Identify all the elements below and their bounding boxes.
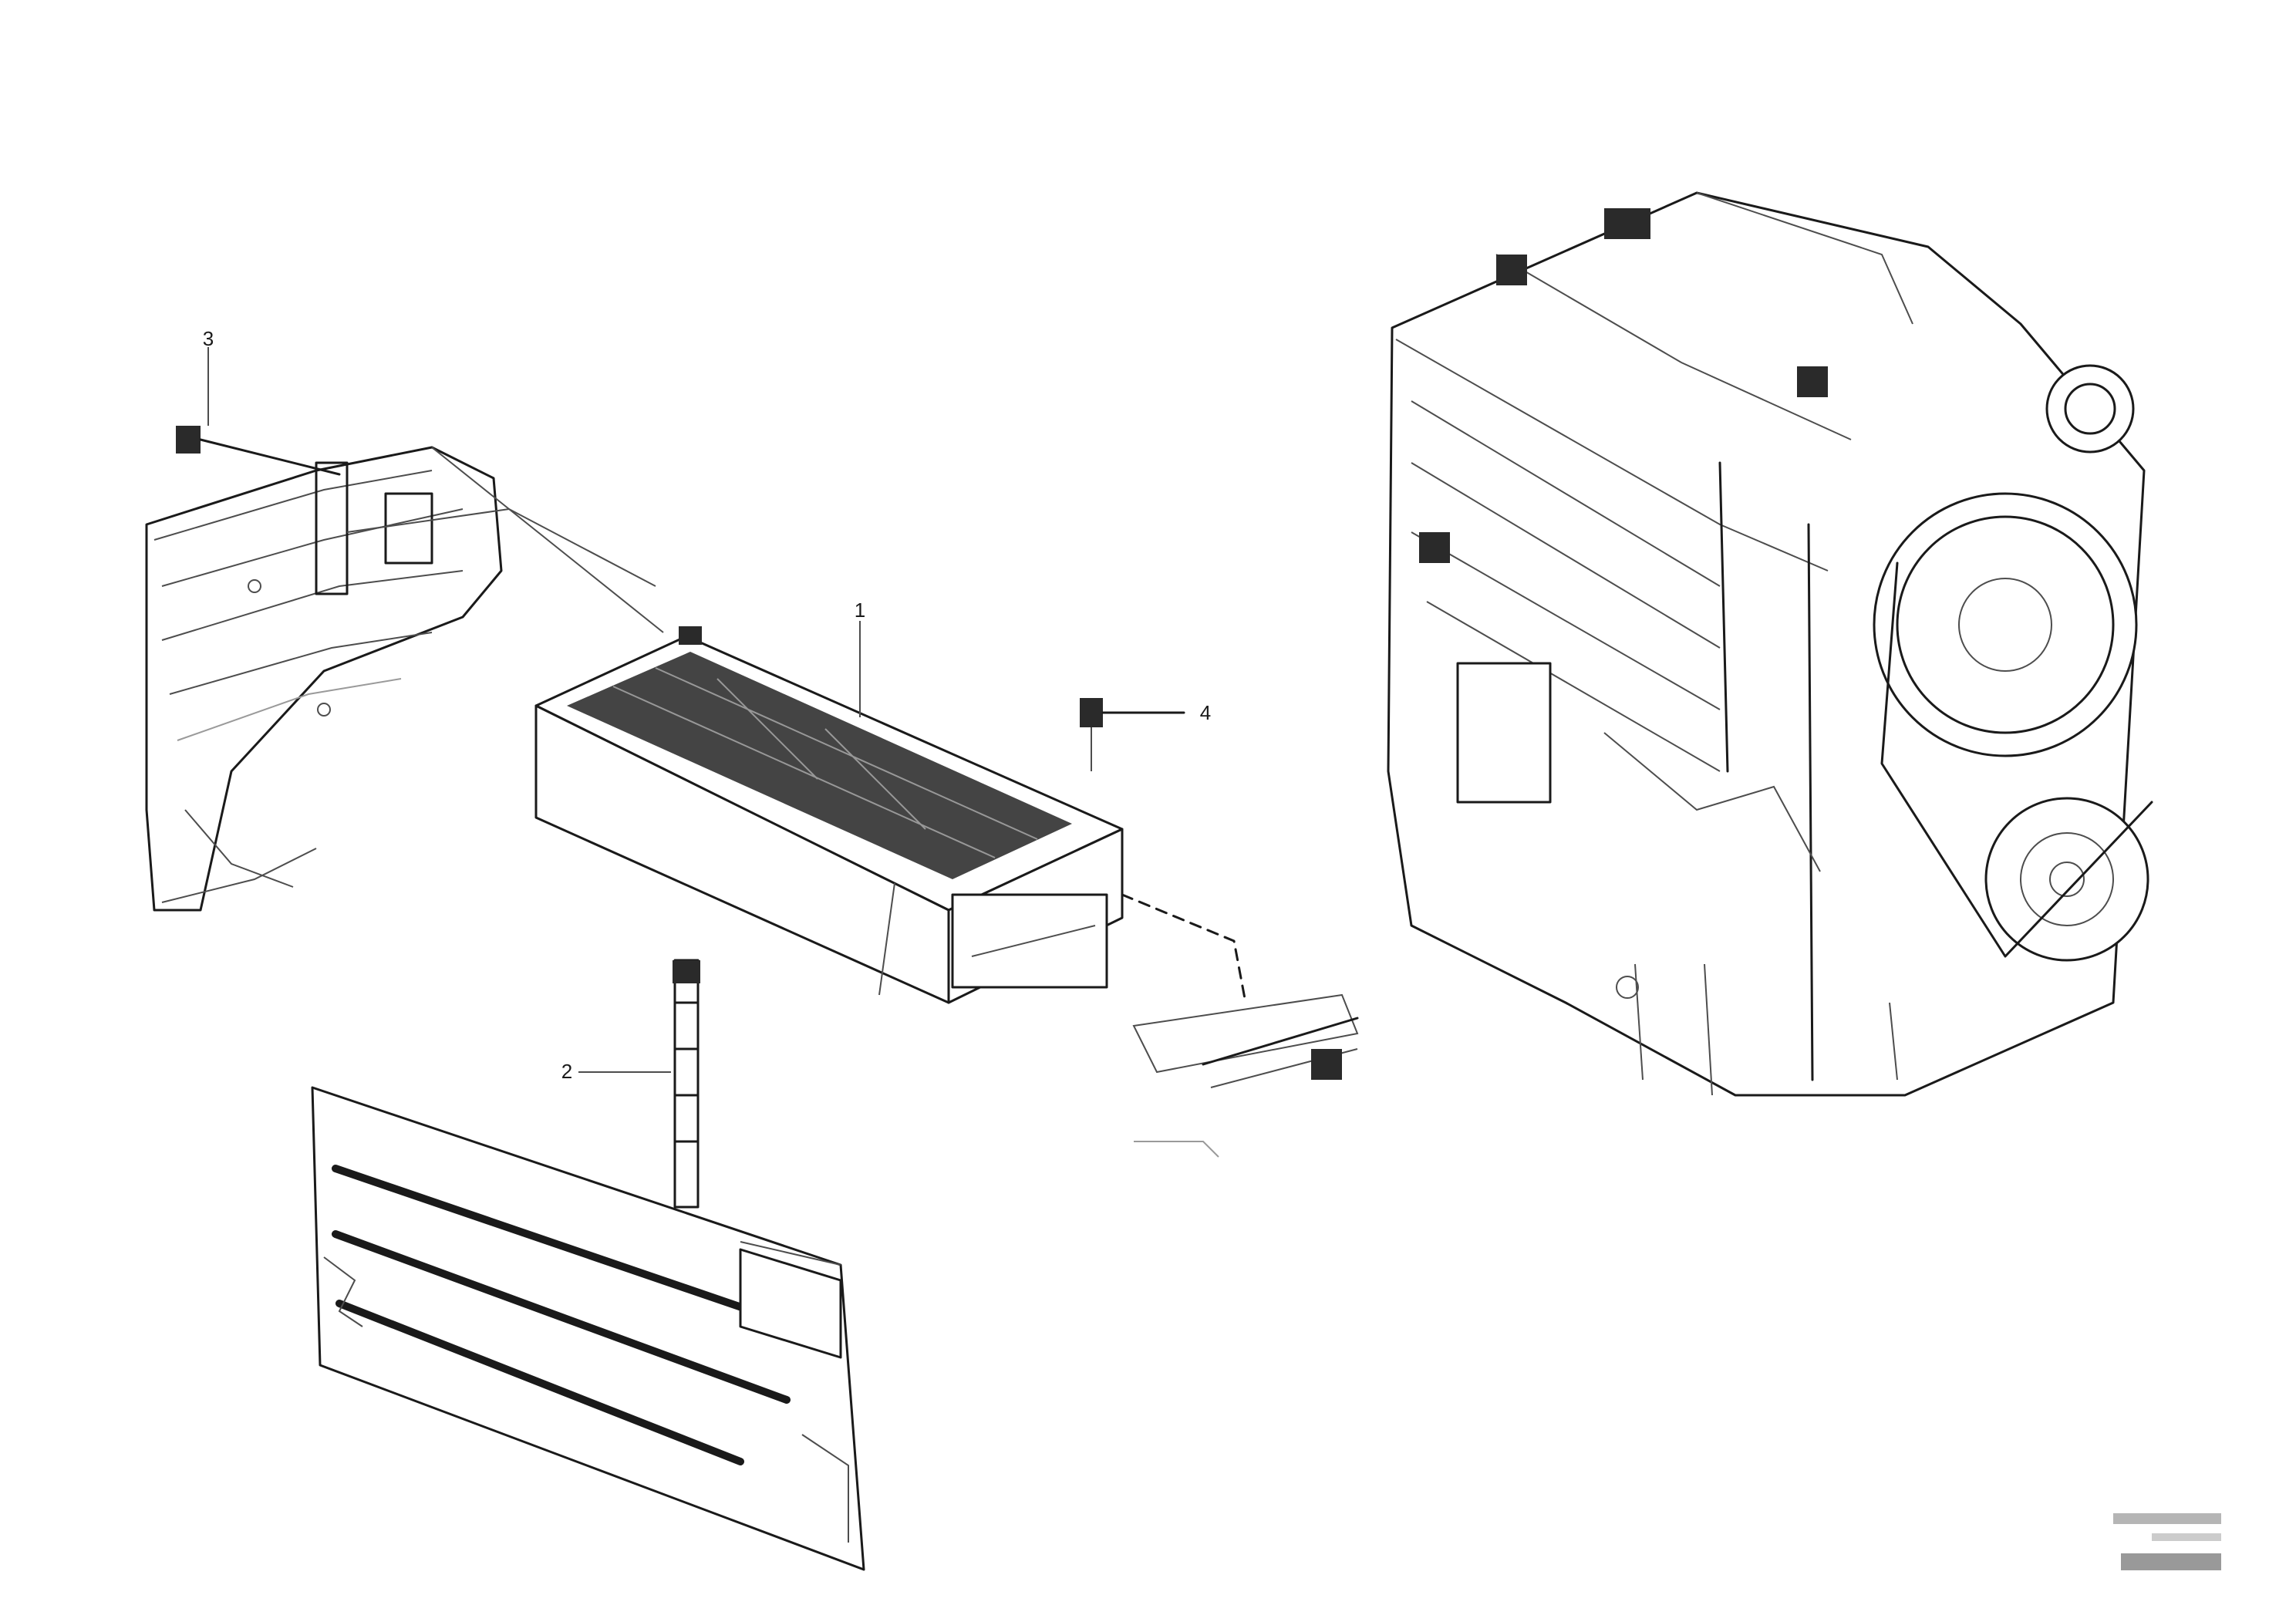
screw	[176, 347, 341, 476]
engine	[1387, 191, 2153, 1097]
support-bracket	[1132, 993, 1359, 1158]
bolt	[1080, 698, 1185, 771]
callout-label-2: 2	[561, 1060, 572, 1083]
grille-panel	[311, 1086, 865, 1571]
intercooler	[534, 626, 1124, 1004]
drawing-id-block	[2113, 1513, 2221, 1570]
callout-label-3: 3	[203, 327, 214, 350]
mounting-bracket	[145, 446, 664, 912]
callout-label-4: 4	[1200, 701, 1211, 724]
stud	[673, 959, 700, 1209]
callout-label-1: 1	[855, 599, 865, 622]
